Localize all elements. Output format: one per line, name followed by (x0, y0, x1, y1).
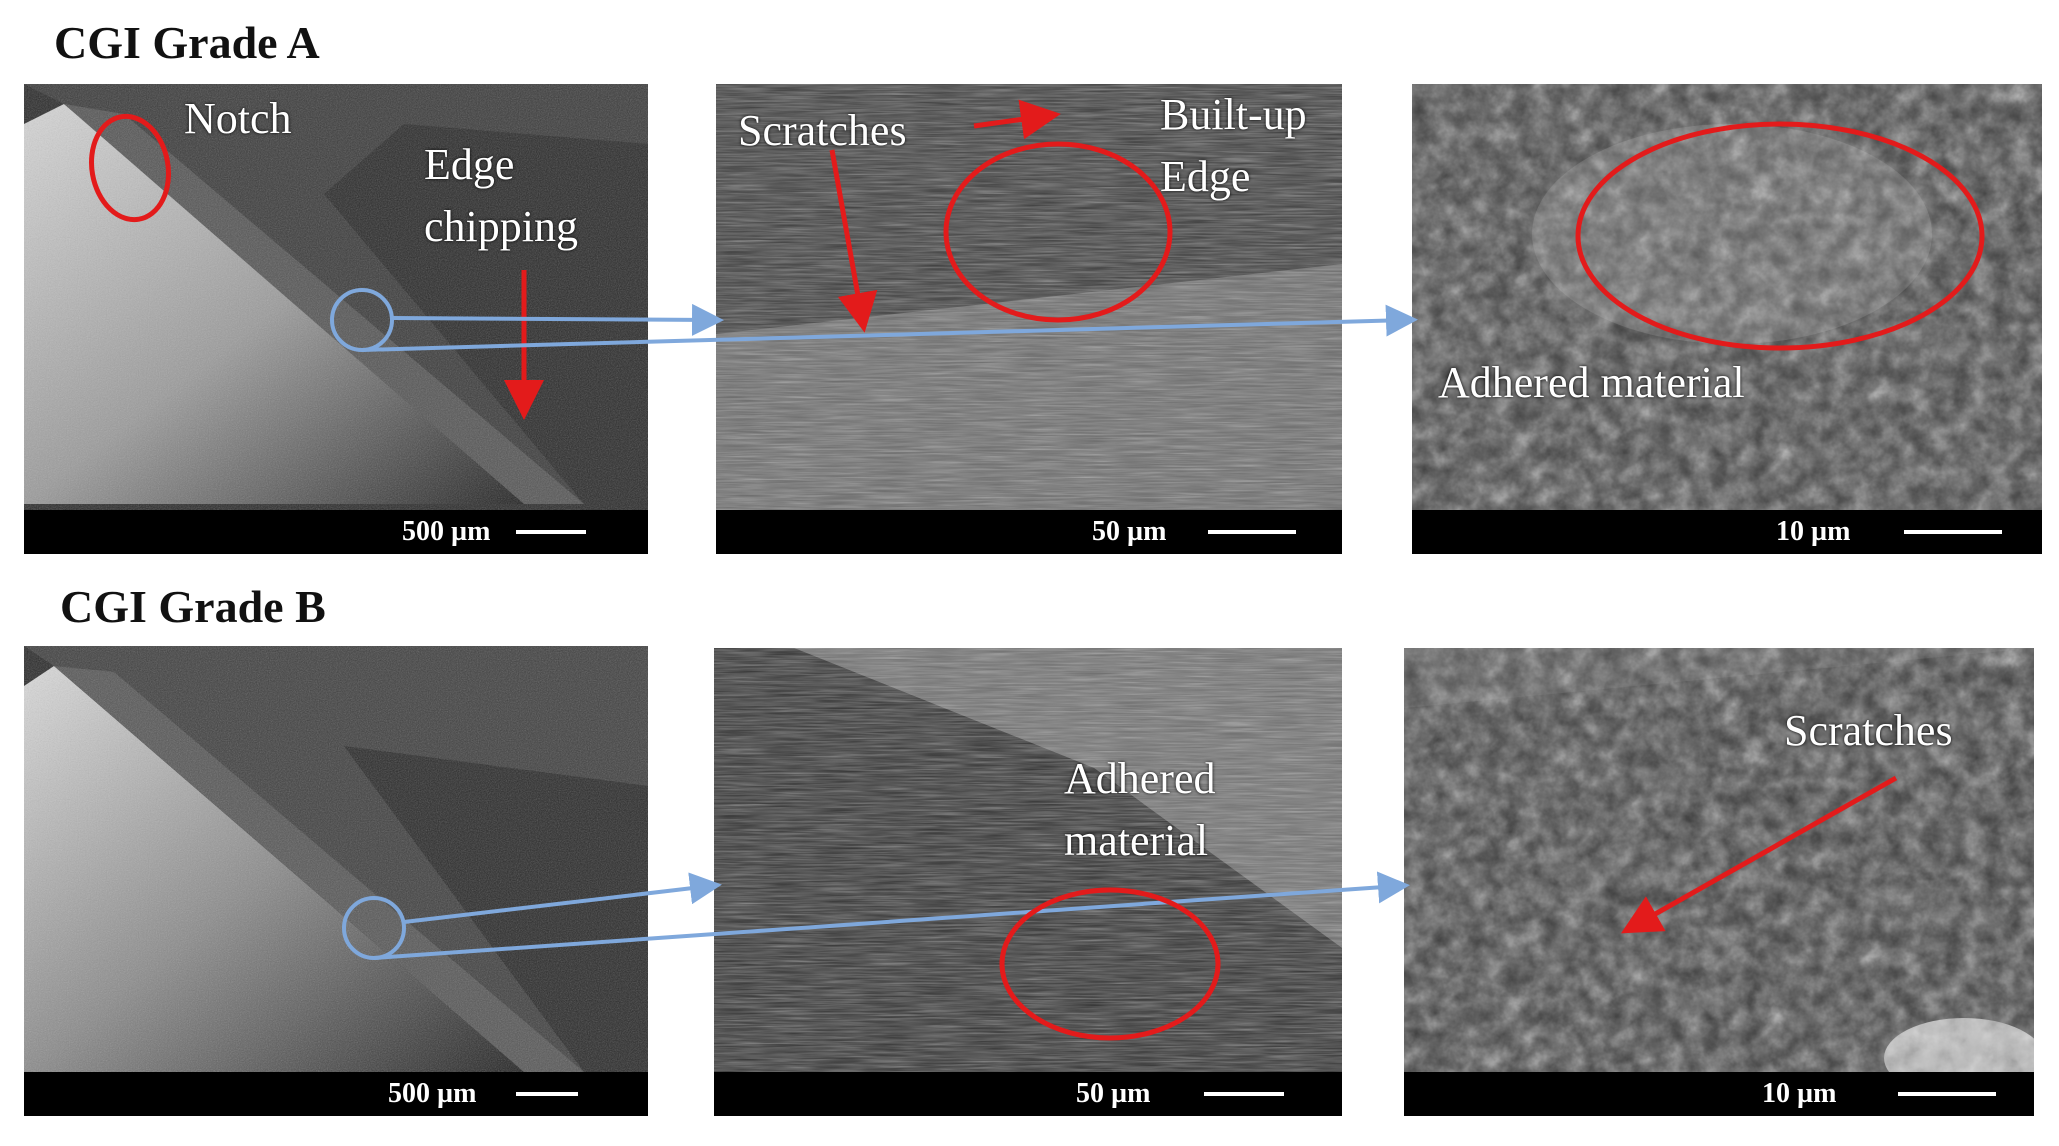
sem-panel-a3: 10 µm Adhered material (1412, 84, 2042, 554)
scale-line-a1 (516, 530, 586, 534)
scalebar-a1: 500 µm (24, 510, 648, 554)
annotation-scratches-b: Scratches (1784, 706, 1953, 755)
scalebar-b1: 500 µm (24, 1072, 648, 1116)
row-title-grade-b: CGI Grade B (60, 581, 326, 632)
row-title-grade-a: CGI Grade A (54, 17, 320, 68)
sem-panel-a2: 50 µm Scratches Built-up Edge (716, 84, 1342, 554)
scale-label-a1: 500 µm (402, 516, 491, 547)
scale-line-a3 (1904, 530, 2002, 534)
sem-image-b2 (714, 648, 1342, 1072)
scale-label-a3: 10 µm (1776, 516, 1851, 547)
scale-label-b3: 10 µm (1762, 1078, 1837, 1109)
scale-label-b2: 50 µm (1076, 1078, 1151, 1109)
sem-panel-a1: 500 µm Notch Edge chipping (24, 84, 648, 554)
sem-panel-b1: 500 µm (24, 646, 648, 1116)
scalebar-a2: 50 µm (716, 510, 1342, 554)
annotation-adhered-material-a: Adhered material (1438, 358, 1745, 407)
scalebar-b2: 50 µm (714, 1072, 1342, 1116)
scalebar-a3: 10 µm (1412, 510, 2042, 554)
sem-image-b1 (24, 646, 648, 1072)
scale-line-b2 (1204, 1092, 1284, 1096)
annotation-built-up-edge: Built-up Edge (1160, 90, 1307, 201)
annotation-edge-chipping: Edge chipping (424, 140, 578, 251)
scalebar-b3: 10 µm (1404, 1072, 2034, 1116)
annotation-notch: Notch (184, 94, 292, 143)
scale-line-b1 (516, 1092, 578, 1096)
scale-line-b3 (1898, 1092, 1996, 1096)
annotation-adhered-material-b: Adhered material (1064, 754, 1216, 865)
sem-panel-b3: 10 µm Scratches (1404, 648, 2034, 1116)
annotation-scratches-a: Scratches (738, 106, 907, 155)
sem-panel-b2: 50 µm Adhered material (714, 648, 1342, 1116)
scale-label-a2: 50 µm (1092, 516, 1167, 547)
sem-image-a3 (1412, 84, 2042, 510)
scale-line-a2 (1208, 530, 1296, 534)
scale-label-b1: 500 µm (388, 1078, 477, 1109)
